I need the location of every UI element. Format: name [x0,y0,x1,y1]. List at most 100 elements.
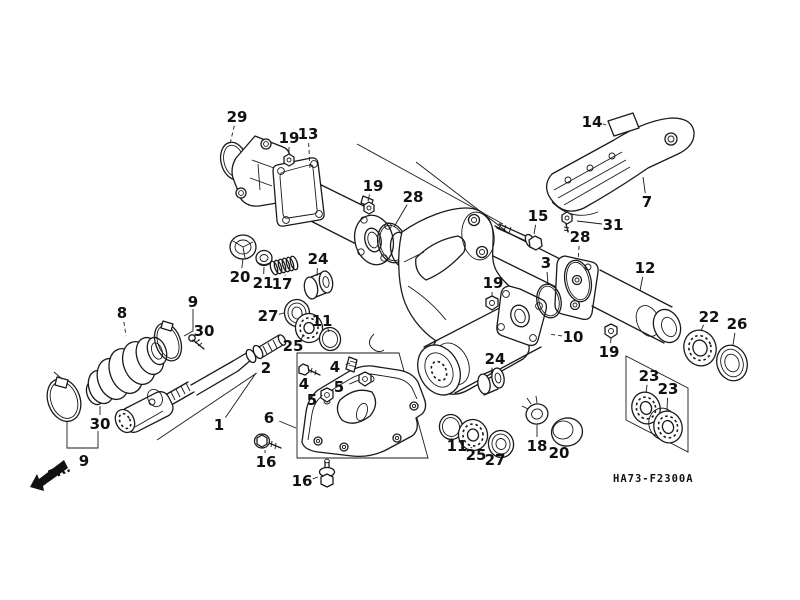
callout-leader [367,194,370,202]
grouping-box [625,355,689,453]
callout-leader [577,245,580,262]
callout-leader [602,123,607,126]
cap-20-left [229,234,257,260]
part-callout-20: 20 [230,258,250,286]
part-number-label: 23 [658,380,679,398]
part-callout-14: 14 [582,113,607,131]
part-number-label: 9 [188,293,198,311]
flange-nut-19-right [604,323,618,339]
part-number-label: 8 [117,304,127,322]
flange-bolt-15 [496,222,543,251]
part-number-label: 6 [264,409,274,427]
part-callout-27: 27 [485,451,506,469]
rubber-boot-8 [85,336,168,406]
part-number-label: 11 [447,437,468,455]
callout-leader [639,276,644,292]
propeller-shaft-1 [166,334,287,405]
part-callout-5: 5 [307,391,323,409]
part-callout-11: 11 [447,437,468,455]
boot-clamp-9-left [46,371,82,423]
clamp-screw-30-right [188,334,205,350]
part-callout-9: 9 [188,293,198,311]
front-direction-arrow: FR. [30,460,73,491]
grouping-box [296,352,429,459]
part-callout-13: 13 [298,125,318,169]
engine-guard-plate-6 [301,365,427,458]
part-number-label: 30 [90,415,111,433]
universal-joint-2 [114,388,174,434]
part-number-label: 2 [261,359,271,377]
part-number-label: 11 [312,312,333,330]
part-number-label: 28 [403,188,424,206]
part-number-label: 4 [330,358,340,376]
o-ring-3 [536,283,562,319]
part-callout-23: 23 [639,367,659,394]
part-callout-12: 12 [635,259,656,292]
callout-leader [300,335,304,340]
part-callout-29: 29 [227,108,248,145]
part-callout-28: 28 [570,228,590,262]
part-callout-30: 30 [194,322,214,342]
part-number-label: 29 [227,108,248,126]
part-number-label: 19 [279,129,300,147]
callout-leader [546,271,549,285]
callout-leader [700,324,704,332]
part-callout-4: 4 [330,358,351,376]
swingarm-guard-bracket [545,117,695,216]
bolt-31 [561,211,573,233]
part-number-label: 19 [599,343,620,361]
part-number-label: 4 [299,375,309,393]
part-number-label: 14 [582,113,603,131]
part-callout-31: 31 [576,216,624,234]
callout-leader [345,362,351,366]
front-joint-housing [219,135,408,266]
part-number-label: 12 [635,259,656,277]
part-number-label: 16 [256,453,277,471]
grouping-bracket [183,309,194,337]
part-callout-5: 5 [334,378,360,396]
part-callout-16: 16 [292,472,319,490]
part-number-label: 1 [214,416,224,434]
bearing-22 [683,329,717,367]
part-callout-11: 11 [312,312,333,333]
part-callout-26: 26 [727,315,747,346]
part-callout-21: 21 [253,266,273,292]
front-direction-label: FR. [45,461,73,484]
construction-line [415,161,507,232]
callout-leader [156,372,258,441]
part-number-label: 19 [483,274,504,292]
callout-leader [278,312,285,315]
pivot-bushing-24-left [303,270,334,300]
lock-nut-21 [255,249,273,267]
callout-leader [490,367,493,375]
callout-leader [229,125,235,145]
part-callout-8: 8 [117,304,127,337]
part-callout-20: 20 [549,444,570,462]
callout-leader [312,476,319,480]
part-number-label: 7 [642,193,652,211]
part-number-label: 31 [603,216,624,234]
part-number-label: 9 [79,452,89,470]
cap-20-right [550,417,584,447]
pivot-bushing-24-right [477,367,505,396]
part-callout-3: 3 [541,254,551,285]
flange-nut-19-center [485,295,499,311]
part-number-label: 17 [272,275,293,293]
part-callout-15: 15 [528,207,548,235]
nut-5-right [358,371,372,387]
callout-leader [349,379,360,385]
part-callout-19: 19 [279,129,300,154]
part-callout-19: 19 [483,274,504,297]
bolt-4-left [298,363,321,376]
callout-leader [225,372,257,418]
part-callout-2: 2 [156,359,271,441]
part-number-label: 5 [334,378,344,396]
callout-leader [470,446,473,449]
part-number-label: 24 [485,350,506,368]
part-number-label: 16 [292,472,313,490]
oil-seal-27-right [487,429,515,459]
bearing-23-pair [631,391,683,444]
part-number-label: 24 [308,250,329,268]
